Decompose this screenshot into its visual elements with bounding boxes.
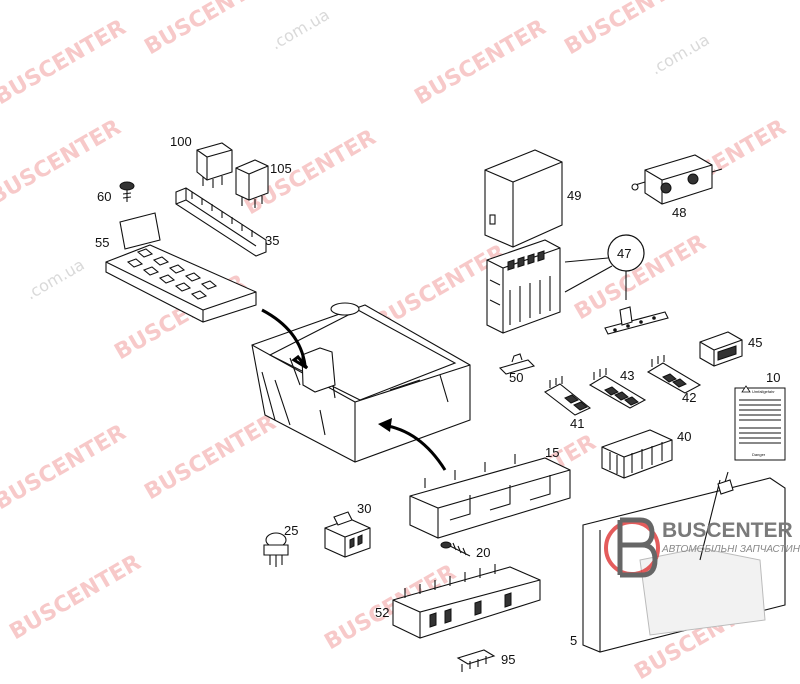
label-45: 45 xyxy=(748,335,762,350)
part-52-fuse-block xyxy=(392,564,541,639)
part-48-fuse-holder xyxy=(631,154,723,205)
part-47-callout xyxy=(564,234,645,300)
part-20-screw xyxy=(440,541,471,557)
label-47: 47 xyxy=(617,246,631,261)
part-95-fuses xyxy=(456,649,496,672)
logo-text: BUSCENTER xyxy=(662,519,793,542)
label-100: 100 xyxy=(170,134,192,149)
part-42-terminals xyxy=(646,355,702,394)
central-housing xyxy=(251,302,471,463)
watermark-brand: BUSCENTER xyxy=(141,410,281,505)
label-35: 35 xyxy=(265,233,279,248)
part-49-cover xyxy=(484,149,563,248)
part-45-connector xyxy=(699,331,743,367)
label-52: 52 xyxy=(375,605,389,620)
watermark-domain: .com.ua xyxy=(648,30,713,79)
part-15-bracket xyxy=(409,454,571,539)
part-43-terminals xyxy=(588,368,647,409)
watermark-brand: BUSCENTER xyxy=(6,550,146,645)
label-25: 25 xyxy=(284,523,298,538)
label-95: 95 xyxy=(501,652,515,667)
part-10-warning-sticker: Umfallgefahr Danger xyxy=(734,385,786,461)
label-60: 60 xyxy=(97,189,111,204)
label-20: 20 xyxy=(476,545,490,560)
label-50: 50 xyxy=(509,370,523,385)
logo-b-icon xyxy=(617,517,658,578)
part-relay-base xyxy=(486,239,561,334)
part-30-relay-socket xyxy=(324,511,371,558)
label-10: 10 xyxy=(766,370,780,385)
label-105: 105 xyxy=(270,161,292,176)
watermark-domain: .com.ua xyxy=(268,5,333,54)
watermark-brand: BUSCENTER xyxy=(0,420,130,515)
sticker-footer: Danger xyxy=(752,452,766,457)
watermark-brand: BUSCENTER xyxy=(141,0,281,60)
buscenter-logo: BUSCENTER АВТОМОБІЛЬНІ ЗАПЧАСТИНИ xyxy=(604,517,800,578)
part-47-bus-bar xyxy=(604,306,669,335)
label-48: 48 xyxy=(672,205,686,220)
part-50-clip xyxy=(498,353,536,375)
sticker-title: Umfallgefahr xyxy=(752,389,775,394)
part-100-relay xyxy=(196,142,233,188)
label-5: 5 xyxy=(570,633,577,648)
label-30: 30 xyxy=(357,501,371,516)
part-35-terminal-strip xyxy=(175,187,267,257)
part-5-cover-panel xyxy=(582,471,786,653)
arrow-head xyxy=(291,354,309,370)
label-41: 41 xyxy=(570,416,584,431)
arrow-tray-to-housing xyxy=(261,308,307,366)
label-15: 15 xyxy=(545,445,559,460)
watermark-domain: .com.ua xyxy=(23,255,88,304)
part-40-connector-block xyxy=(601,429,673,479)
part-105-relay xyxy=(235,159,269,208)
part-25-flasher xyxy=(263,532,289,567)
label-43: 43 xyxy=(620,368,634,383)
part-41-terminals xyxy=(543,376,592,416)
watermark-brand: BUSCENTER xyxy=(411,15,551,110)
label-55: 55 xyxy=(95,235,109,250)
label-40: 40 xyxy=(677,429,691,444)
part-60-screw xyxy=(119,181,135,202)
label-49: 49 xyxy=(567,188,581,203)
watermark-brand: BUSCENTER xyxy=(0,15,130,110)
arrow-head xyxy=(378,418,392,432)
logo-subtitle: АВТОМОБІЛЬНІ ЗАПЧАСТИНИ xyxy=(661,544,800,555)
part-55-bracket-tray xyxy=(105,212,257,323)
label-42: 42 xyxy=(682,390,696,405)
